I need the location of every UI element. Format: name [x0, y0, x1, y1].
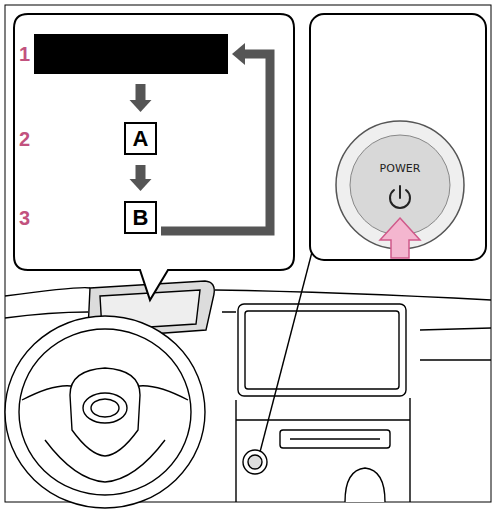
vent-slat [290, 438, 380, 439]
button-label: POWER [360, 162, 440, 175]
callout-number: 3 [19, 207, 30, 230]
steering-hub [70, 368, 140, 456]
door-line [420, 328, 491, 360]
callout-number: 2 [19, 128, 30, 151]
center-screen [238, 304, 406, 396]
power-button-small [248, 455, 262, 469]
display-box: A [124, 122, 157, 155]
press-arrow [380, 218, 420, 258]
arrow-head [130, 179, 152, 191]
center-screen-inner [245, 311, 399, 389]
box-letter: A [133, 128, 149, 150]
power-button-ring [243, 450, 267, 474]
frame [5, 5, 491, 502]
power-symbol [390, 186, 410, 208]
leader-line [260, 252, 312, 452]
shift-knob [345, 468, 385, 502]
flow-arrow [130, 84, 152, 112]
emblem-inner [91, 399, 119, 417]
display-bar [34, 34, 228, 74]
steering-rim [5, 316, 205, 508]
arrow-head [130, 100, 152, 112]
vent [280, 430, 390, 448]
flow-arrow [130, 165, 152, 191]
dash-edge [5, 288, 491, 300]
inset-box [310, 14, 486, 260]
arrow-shaft [136, 165, 146, 179]
steering-rim-inner [19, 329, 191, 495]
steering-lower [45, 440, 165, 482]
arrow-shaft [136, 84, 146, 100]
console-line [236, 398, 410, 502]
emblem [83, 393, 127, 423]
callout-box [14, 14, 294, 300]
display-box: B [124, 201, 157, 234]
box-letter: B [133, 207, 149, 229]
dashboard [5, 252, 491, 508]
callout-number: 1 [19, 43, 30, 66]
return-bracket [161, 54, 270, 231]
arrow-head [232, 43, 245, 65]
